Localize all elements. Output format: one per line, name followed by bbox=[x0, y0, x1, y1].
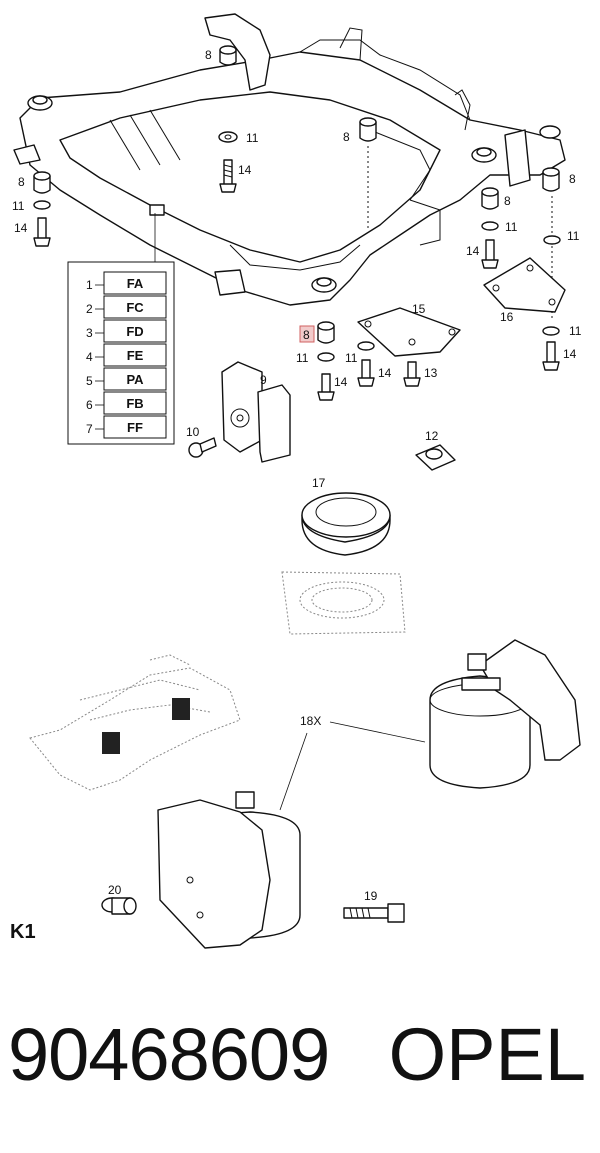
bushing-part bbox=[359, 117, 377, 142]
bolt-part bbox=[219, 159, 237, 193]
sheet-label: K1 bbox=[10, 921, 36, 943]
bushing-part-highlighted bbox=[317, 321, 335, 344]
washer-part bbox=[481, 221, 499, 231]
bolt-part bbox=[481, 239, 499, 269]
code-row: 2 FC bbox=[86, 295, 167, 319]
washer-part bbox=[357, 341, 375, 351]
callout-label: 14 bbox=[563, 347, 577, 361]
code-row-code: PA bbox=[126, 372, 144, 387]
callout-label: 12 bbox=[425, 429, 439, 443]
mount-marker bbox=[102, 732, 120, 754]
code-row: 5 PA bbox=[86, 367, 167, 391]
callout-label: 14 bbox=[378, 366, 392, 380]
callout-label: 20 bbox=[108, 883, 122, 897]
callout-label: 11 bbox=[246, 131, 259, 145]
part-number: 90468609 bbox=[8, 1013, 330, 1096]
callout-label: 13 bbox=[424, 366, 438, 380]
bolt-part bbox=[317, 373, 335, 401]
callout-label: 8 bbox=[205, 48, 212, 62]
callout-label: 11 bbox=[345, 351, 358, 365]
callout-label: 11 bbox=[567, 229, 580, 243]
callout-label: 18X bbox=[300, 714, 321, 728]
washer-part bbox=[218, 131, 238, 143]
washer-part bbox=[33, 200, 51, 210]
bushing-part bbox=[219, 45, 237, 66]
callout-label: 11 bbox=[505, 220, 518, 234]
engine-mount-upper-part bbox=[429, 639, 581, 789]
code-row-code: FE bbox=[127, 348, 144, 363]
callout-label: 11 bbox=[569, 324, 582, 338]
code-row-code: FC bbox=[126, 300, 144, 315]
callout-label: 14 bbox=[238, 163, 252, 177]
screw-part bbox=[188, 437, 217, 458]
code-row: 7 FF bbox=[86, 415, 167, 439]
code-row-code: FF bbox=[127, 420, 143, 435]
cap-nut-part bbox=[415, 444, 456, 471]
callout-label: 11 bbox=[296, 351, 309, 365]
code-row-number: 6 bbox=[86, 398, 93, 412]
highlight-box bbox=[299, 325, 315, 343]
front-subframe bbox=[13, 13, 566, 306]
highlighted-callout-label: 8 bbox=[303, 328, 310, 342]
bushing-part bbox=[33, 171, 51, 194]
code-row: 6 FB bbox=[86, 391, 167, 415]
long-bolt-part bbox=[343, 903, 405, 923]
grommet-part bbox=[301, 492, 391, 556]
footer: 90468609 OPEL bbox=[0, 1005, 600, 1115]
bolt-part bbox=[542, 341, 560, 371]
engine-mount-lower-part bbox=[157, 791, 301, 949]
code-row-number: 2 bbox=[86, 302, 93, 316]
code-row-number: 4 bbox=[86, 350, 93, 364]
mount-block-part bbox=[221, 361, 291, 463]
code-row: 4 FE bbox=[86, 343, 167, 367]
callout-label: 14 bbox=[466, 244, 480, 258]
code-row: 1 FA bbox=[86, 271, 167, 295]
callout-label: 8 bbox=[569, 172, 576, 186]
mount-bracket-part bbox=[483, 257, 566, 313]
bushing-part bbox=[481, 187, 499, 210]
variant-code-table: 1 FA 2 FC 3 FD 4 FE 5 PA bbox=[67, 261, 175, 445]
callout-label: 17 bbox=[312, 476, 326, 490]
bolt-part bbox=[357, 359, 375, 387]
subframe-overview-ghost bbox=[29, 654, 241, 791]
code-row-number: 3 bbox=[86, 326, 93, 340]
gasket-outline bbox=[281, 571, 406, 635]
bushing-part bbox=[542, 167, 560, 192]
mount-marker bbox=[172, 698, 190, 720]
code-row-number: 5 bbox=[86, 374, 93, 388]
callout-label: 11 bbox=[12, 199, 25, 213]
callout-label: 14 bbox=[334, 375, 348, 389]
callout-label: 9 bbox=[260, 373, 267, 387]
washer-part bbox=[543, 235, 561, 245]
callout-label: 8 bbox=[18, 175, 25, 189]
code-row: 3 FD bbox=[86, 319, 167, 343]
callout-label: 14 bbox=[14, 221, 28, 235]
callout-label: 8 bbox=[504, 194, 511, 208]
code-row-number: 7 bbox=[86, 422, 93, 436]
washer-part bbox=[542, 326, 560, 336]
code-row-code: FA bbox=[127, 276, 144, 291]
washer-part bbox=[317, 352, 335, 362]
code-row-code: FB bbox=[126, 396, 143, 411]
code-row-code: FD bbox=[126, 324, 143, 339]
mount-plate-part bbox=[357, 307, 461, 357]
callout-label: 10 bbox=[186, 425, 200, 439]
bolt-part bbox=[33, 217, 51, 247]
callout-label: 19 bbox=[364, 889, 378, 903]
stud-part bbox=[101, 897, 137, 915]
brand-name: OPEL bbox=[388, 1013, 586, 1096]
bolt-part bbox=[403, 361, 421, 387]
callout-label: 8 bbox=[343, 130, 350, 144]
callout-label: 15 bbox=[412, 302, 426, 316]
code-row-number: 1 bbox=[86, 278, 93, 292]
callout-label: 16 bbox=[500, 310, 514, 324]
